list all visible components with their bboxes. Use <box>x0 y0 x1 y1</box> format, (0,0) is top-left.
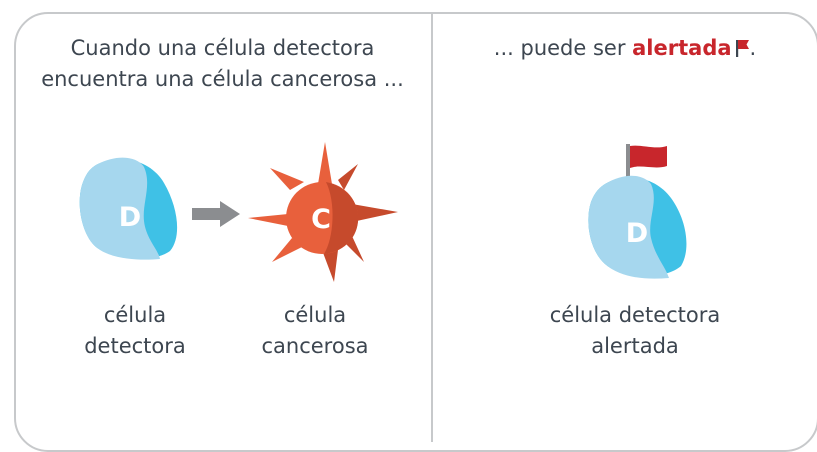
right-caption-prefix: ... puede ser <box>493 36 633 60</box>
right-arrow-icon <box>192 201 240 227</box>
alerted-cell-letter: D <box>626 218 648 249</box>
right-caption-suffix: . <box>749 36 757 60</box>
cancer-cell-icon: C <box>248 142 398 282</box>
detector-cell-highlight <box>79 157 160 260</box>
left-caption-line1: Cuando una célula detectora <box>70 36 375 60</box>
red-flag-icon <box>735 40 749 57</box>
left-caption-line2: encuentra una célula cancerosa ... <box>41 67 404 91</box>
alerted-label-line1: célula detectora <box>549 303 721 327</box>
cancer-label-line1: célula <box>283 303 347 327</box>
detector-cell-letter: D <box>119 202 141 233</box>
right-caption-highlight: alertada <box>632 36 732 60</box>
alerted-cell-highlight <box>588 175 669 279</box>
alerted-detector-cell-icon: D <box>588 144 687 279</box>
cancer-cell-spikes <box>248 142 398 282</box>
left-caption: Cuando una célula detectora encuentra un… <box>30 33 415 95</box>
cancer-label-line2: cancerosa <box>261 334 369 358</box>
detector-label: célula detectora <box>60 300 210 362</box>
panel-divider <box>431 12 433 442</box>
flag-pole <box>626 144 630 188</box>
alerted-label-line2: alertada <box>591 334 679 358</box>
cancer-cell-shadow <box>324 182 359 254</box>
detector-label-line1: célula <box>103 303 167 327</box>
cancer-label: célula cancerosa <box>240 300 390 362</box>
detector-cell-icon: D <box>79 157 178 260</box>
flag-cloth-icon <box>630 145 667 168</box>
detector-label-line2: detectora <box>84 334 186 358</box>
alerted-label: célula detectora alertada <box>480 300 790 362</box>
cancer-cell-letter: C <box>311 204 331 235</box>
right-caption: ... puede ser alertada. <box>450 33 800 64</box>
